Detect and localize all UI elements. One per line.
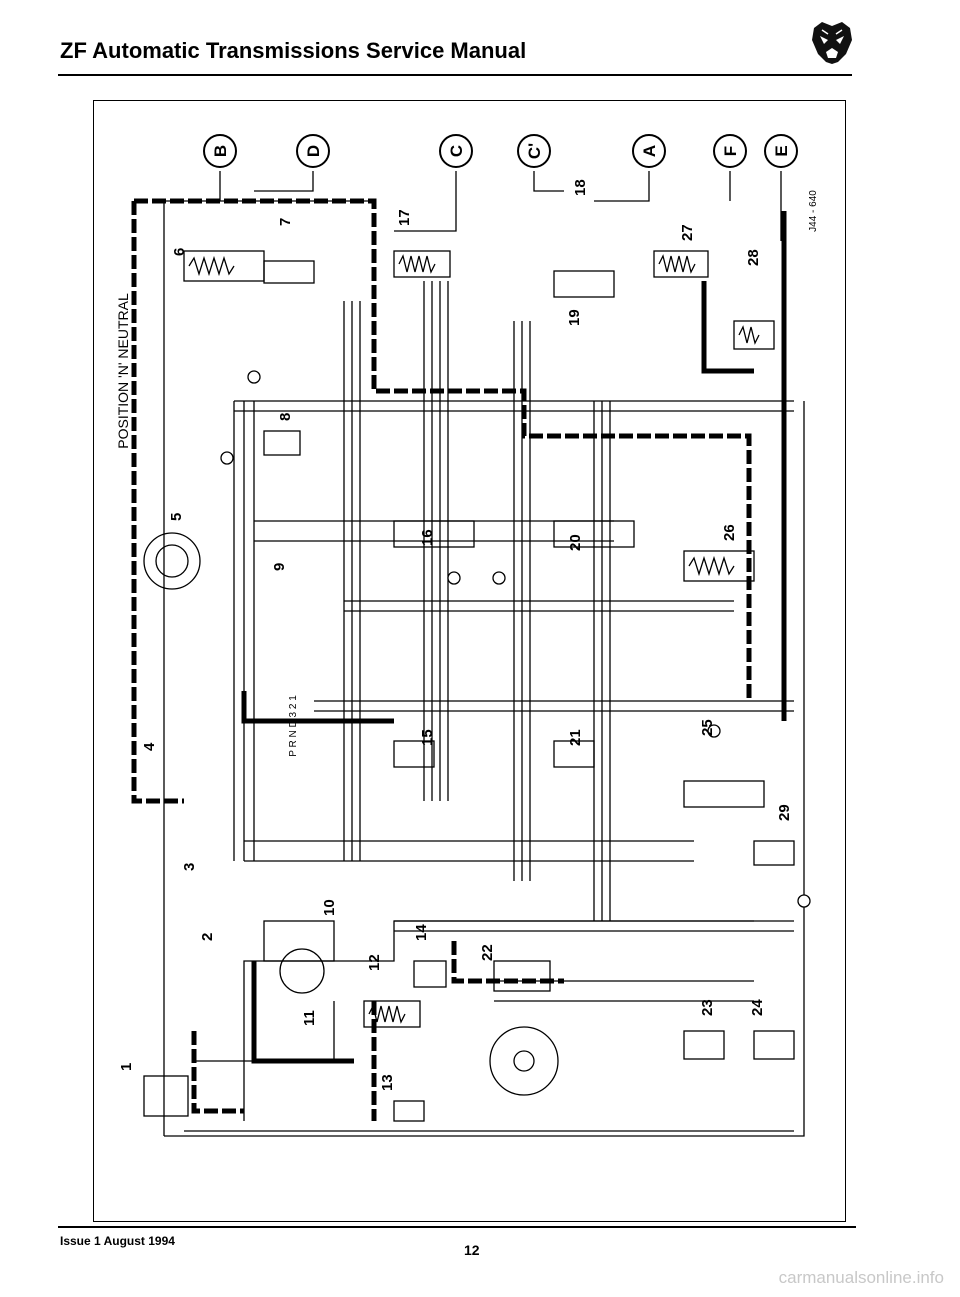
component-number-1: 1 xyxy=(118,1063,135,1071)
component-number-28: 28 xyxy=(745,249,762,266)
component-number-27: 27 xyxy=(679,224,696,241)
component-number-11: 11 xyxy=(301,1010,318,1026)
component-number-8: 8 xyxy=(277,413,294,421)
jaguar-head-icon xyxy=(812,22,852,64)
circuit-letter-3: C' xyxy=(517,134,551,168)
svg-text:C: C xyxy=(447,145,466,157)
svg-text:C': C' xyxy=(525,143,544,159)
component-number-19: 19 xyxy=(566,309,583,326)
issue-date: Issue 1 August 1994 xyxy=(60,1234,175,1248)
component-number-22: 22 xyxy=(479,944,496,961)
page-number: 12 xyxy=(464,1242,480,1258)
component-number-25: 25 xyxy=(699,719,716,736)
circuit-letter-1: D xyxy=(296,134,330,168)
circuit-letter-6: E xyxy=(764,134,798,168)
selector-positions: P R N D 3 2 1 xyxy=(288,695,299,757)
diagram-ref-code: J44 - 640 xyxy=(808,190,819,232)
diagram-title: POSITION 'N' NEUTRAL xyxy=(115,293,131,449)
component-number-29: 29 xyxy=(776,804,793,821)
component-number-6: 6 xyxy=(171,248,188,256)
component-number-4: 4 xyxy=(141,742,158,751)
svg-text:F: F xyxy=(721,146,740,156)
svg-text:B: B xyxy=(211,145,230,157)
svg-text:D: D xyxy=(304,145,323,157)
component-number-24: 24 xyxy=(749,999,766,1016)
footer-divider xyxy=(58,1226,856,1228)
component-number-16: 16 xyxy=(419,529,436,546)
component-number-18: 18 xyxy=(572,179,589,196)
component-number-9: 9 xyxy=(271,563,288,571)
component-number-13: 13 xyxy=(379,1074,396,1091)
component-number-12: 12 xyxy=(366,954,383,971)
component-number-14: 14 xyxy=(413,924,430,941)
circuit-letter-0: B xyxy=(203,134,237,168)
circuit-letter-2: C xyxy=(439,134,473,168)
svg-text:A: A xyxy=(640,145,659,157)
component-number-5: 5 xyxy=(168,513,185,521)
component-number-7: 7 xyxy=(277,218,294,226)
component-number-21: 21 xyxy=(567,729,584,746)
component-number-17: 17 xyxy=(396,209,413,226)
component-number-23: 23 xyxy=(699,999,716,1016)
component-number-26: 26 xyxy=(721,524,738,541)
page-title: ZF Automatic Transmissions Service Manua… xyxy=(60,38,527,63)
component-number-10: 10 xyxy=(321,899,338,916)
component-number-20: 20 xyxy=(567,534,584,551)
header-divider xyxy=(58,74,852,76)
component-number-15: 15 xyxy=(419,729,436,746)
watermark: carmanualsonline.info xyxy=(778,1268,944,1287)
component-number-3: 3 xyxy=(181,863,198,871)
component-number-2: 2 xyxy=(199,933,216,941)
circuit-letter-4: A xyxy=(632,134,666,168)
svg-text:E: E xyxy=(772,145,791,156)
circuit-letter-5: F xyxy=(713,134,747,168)
